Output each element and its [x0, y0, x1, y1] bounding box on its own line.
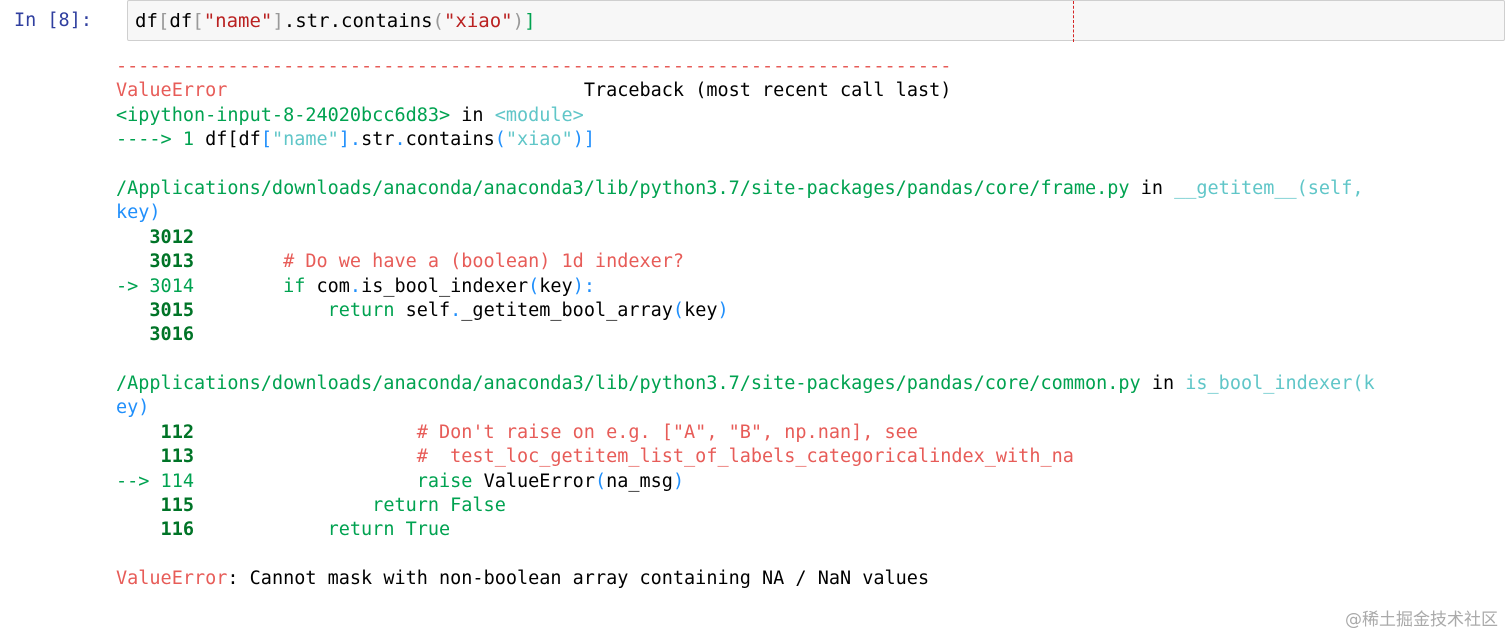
frame1-header: <ipython-input-8-24020bcc6d83> in <modul…	[116, 104, 1506, 128]
line-number: --> 114	[116, 470, 194, 492]
frame2-path: /Applications/downloads/anaconda/anacond…	[116, 177, 1130, 199]
frame1-token: df[df	[205, 129, 261, 151]
frame2-line: 3012	[116, 226, 1506, 250]
frame2-func: __getitem__(self,	[1174, 177, 1364, 199]
frame1-token: .	[394, 129, 406, 151]
final-error: ValueError: Cannot mask with non-boolean…	[116, 567, 1506, 591]
code-line[interactable]: df[df["name"].str.contains("xiao")]	[135, 9, 536, 33]
header-gap	[227, 80, 583, 101]
frame3-line-current: --> 114 raise ValueError(na_msg)	[116, 470, 1506, 494]
frame2-func-cont: key)	[116, 202, 161, 224]
line-number: 116	[116, 519, 194, 541]
frame2-line: 3016	[116, 323, 1506, 347]
line-number: 115	[116, 495, 194, 517]
input-prompt: In [8]:	[14, 10, 92, 31]
line-number: 3016	[116, 324, 194, 346]
error-name: ValueError	[116, 80, 228, 102]
traceback-header: ValueError Traceback (most recent call l…	[116, 79, 1506, 103]
frame1-file: <ipython-input-8-24020bcc6d83>	[116, 104, 451, 126]
frame2-line-current: -> 3014 if com.is_bool_indexer(key):	[116, 275, 1506, 299]
code-token: "xiao"	[443, 10, 513, 32]
blank-line	[116, 348, 1506, 372]
frame1-token: [	[260, 129, 272, 151]
frame3-header: /Applications/downloads/anaconda/anacond…	[116, 372, 1506, 396]
final-error-name: ValueError	[116, 568, 228, 590]
code-cell-input[interactable]: df[df["name"].str.contains("xiao")]	[127, 0, 1505, 42]
frame3-line: 113 # test_loc_getitem_list_of_labels_ca…	[116, 445, 1506, 469]
code-token: ]	[272, 10, 284, 32]
frame2-line: 3015 return self._getitem_bool_array(key…	[116, 299, 1506, 323]
frame2-header-cont: key)	[116, 201, 1506, 225]
line-number: 3015	[116, 299, 194, 321]
code-token: "name"	[203, 10, 273, 32]
frame1-token: "name"	[271, 129, 339, 151]
line-code: # test_loc_getitem_list_of_labels_catego…	[193, 446, 1074, 468]
line-number: 112	[116, 421, 194, 443]
frame1-token: )]	[572, 129, 595, 151]
frame1-token: str	[361, 129, 395, 151]
traceback-output: ----------------------------------------…	[116, 55, 1506, 592]
frame3-func-cont: ey)	[116, 397, 150, 419]
frame1-token: ].	[338, 129, 362, 151]
line-length-ruler	[1073, 1, 1074, 42]
frame3-func: is_bool_indexer(k	[1185, 373, 1375, 395]
line-code: if com.is_bool_indexer(key):	[283, 275, 595, 297]
line-number: 3012	[116, 226, 194, 248]
line-number: -> 3014	[116, 275, 194, 297]
frame1-code: ----> 1 df[df["name"].str.contains("xiao…	[116, 128, 1506, 152]
frame3-path: /Applications/downloads/anaconda/anacond…	[116, 373, 1141, 395]
frame1-token: (	[494, 129, 506, 151]
frame3-line: 112 # Don't raise on e.g. ["A", "B", np.…	[116, 421, 1506, 445]
code-token: .	[329, 10, 342, 32]
code-token: df	[169, 10, 193, 32]
frame3-line: 116 return True	[116, 518, 1506, 542]
frame1-token: "xiao"	[505, 129, 573, 151]
line-number: 3013	[116, 251, 194, 273]
line-code: # Don't raise on e.g. ["A", "B", np.nan]…	[193, 421, 918, 443]
blank-line	[116, 543, 1506, 567]
traceback-title: Traceback (most recent call last)	[583, 80, 952, 102]
frame3-in: in	[1140, 373, 1186, 395]
line-code: raise ValueError(na_msg)	[416, 470, 685, 492]
frame1-arrow: ----> 1	[116, 129, 206, 151]
final-error-message: : Cannot mask with non-boolean array con…	[227, 568, 930, 590]
frame1-module: <module>	[494, 104, 584, 126]
frame3-header-cont: ey)	[116, 396, 1506, 420]
line-number: 113	[116, 446, 194, 468]
frame2-header: /Applications/downloads/anaconda/anacond…	[116, 177, 1506, 201]
frame2-in: in	[1129, 177, 1175, 199]
code-token: df	[135, 10, 158, 32]
frame1-in: in	[450, 104, 495, 126]
frame1-token: contains	[405, 129, 495, 151]
watermark: @稀土掘金技术社区	[1345, 610, 1498, 630]
code-token: contains	[341, 10, 433, 32]
traceback-separator: ----------------------------------------…	[116, 56, 952, 77]
line-code: return self._getitem_bool_array(key)	[327, 299, 729, 321]
code-token: [	[192, 10, 204, 32]
code-token: str	[295, 10, 330, 32]
line-code: return False	[193, 495, 506, 517]
code-token: (	[432, 10, 444, 32]
code-token: [	[157, 10, 170, 32]
code-token: .	[283, 10, 296, 32]
frame3-line: 115 return False	[116, 494, 1506, 518]
code-token: ]	[524, 10, 536, 32]
line-code: # Do we have a (boolean) 1d indexer?	[193, 251, 685, 273]
line-code: return True	[193, 519, 451, 541]
code-token: )	[512, 10, 525, 32]
frame2-line: 3013 # Do we have a (boolean) 1d indexer…	[116, 250, 1506, 274]
blank-line	[116, 153, 1506, 177]
